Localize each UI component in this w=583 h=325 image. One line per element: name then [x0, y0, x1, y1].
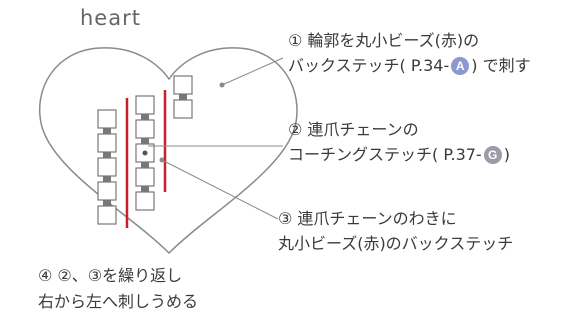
chain-middle-joins: [141, 114, 149, 192]
callout-1-end: ) で刺す: [471, 56, 531, 75]
step-4-line1: ④ ②、③を繰り返し: [38, 266, 183, 285]
chain-middle: [135, 95, 155, 211]
chain-left: [97, 109, 117, 225]
chain-left-joins: [103, 128, 111, 206]
callout-2-line1: ② 連爪チェーンの: [288, 120, 419, 139]
leader-lines: [148, 57, 284, 220]
step-4-note: ④ ②、③を繰り返し 右から左へ刺しうめる: [38, 263, 198, 315]
callout-3-line1: ③ 連爪チェーンのわきに: [278, 209, 457, 228]
callout-1-line1: ① 輪郭を丸小ビーズ(赤)の: [288, 31, 480, 50]
step-4-line2: 右から左へ刺しうめる: [38, 292, 199, 311]
callout-1-ref: バックステッチ( P.34-: [288, 56, 450, 75]
callout-outline-stitch: ① 輪郭を丸小ビーズ(赤)の バックステッチ( P.34-A) で刺す: [288, 28, 531, 78]
callout-2-ref: コーチングステッチ( P.37-: [288, 145, 482, 164]
badge-g-icon: G: [483, 146, 502, 164]
diagram-title: heart: [80, 6, 141, 30]
callout-1-line2: バックステッチ( P.34-A) で刺す: [288, 53, 531, 78]
chain-middle-dot: [142, 150, 148, 156]
badge-a-icon: A: [451, 57, 470, 75]
callout-3-line2: 丸小ビーズ(赤)のバックステッチ: [278, 234, 514, 253]
callout-chain-couching: ② 連爪チェーンの コーチングステッチ( P.37-G): [288, 117, 510, 167]
chain-right-join: [179, 94, 187, 100]
callout-2-end: ): [503, 145, 510, 164]
callout-2-line2: コーチングステッチ( P.37-G): [288, 142, 510, 167]
heart-outline: [38, 47, 298, 255]
callout-side-beads: ③ 連爪チェーンのわきに 丸小ビーズ(赤)のバックステッチ: [278, 206, 513, 256]
